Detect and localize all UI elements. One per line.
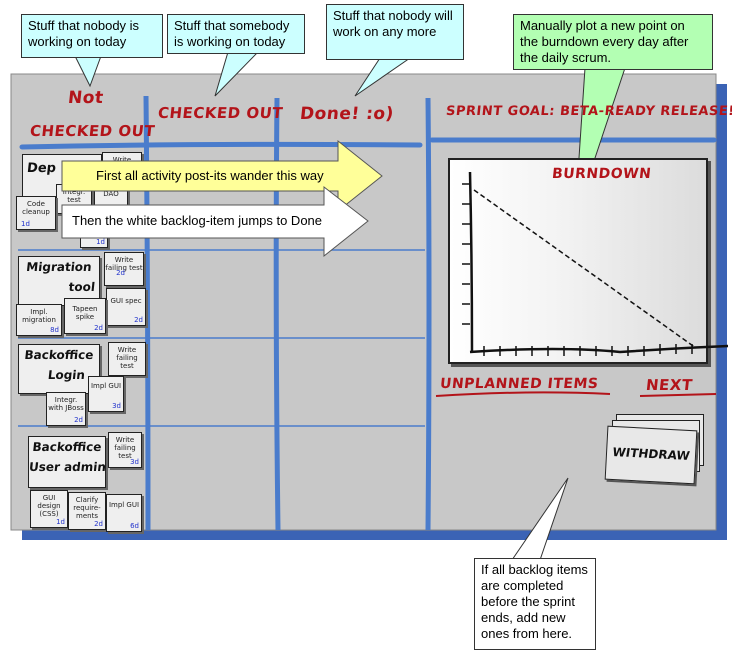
task-estimate: 2d — [134, 316, 143, 324]
task-text: Impl GUI — [108, 501, 140, 509]
task-estimate: 3d — [130, 458, 139, 466]
task-text: Clarify require-ments — [73, 496, 101, 520]
callout-somebody-today: Stuff that somebody is working on today — [167, 14, 305, 54]
task-text: Integr. with JBoss — [48, 396, 84, 412]
col-divider-2 — [273, 97, 281, 531]
task-text: Tapeen spike — [72, 305, 98, 321]
task-r4-gui: GUI design (CSS) 1d — [30, 490, 68, 528]
unplanned-underline — [435, 391, 611, 397]
header-line — [19, 141, 423, 150]
task-r3-integr: Integr. with JBoss 2d — [46, 392, 86, 426]
story-card-backoffice-user-admin: Backoffice User admin — [28, 436, 107, 488]
task-text: Impl GUI — [90, 382, 122, 390]
col-divider-3 — [425, 97, 432, 531]
task-r4-clarify: Clarify require-ments 2d — [68, 492, 106, 530]
unplanned-items-heading: Unplanned items — [439, 376, 600, 392]
burndown-title: Burndown — [551, 166, 653, 182]
task-estimate: 3d — [112, 402, 121, 410]
burndown-ticks — [462, 183, 693, 356]
callout-backlog-add: If all backlog items are completed befor… — [474, 558, 596, 650]
story-card-backoffice-login: Backoffice Login — [18, 344, 100, 394]
task-estimate: 6d — [130, 522, 139, 530]
task-r2-gui: GUI spec 2d — [106, 288, 146, 326]
task-text: DAO — [103, 190, 119, 198]
task-estimate: 1d — [21, 220, 30, 228]
task-text: Write failing test — [105, 256, 143, 272]
task-r1-code: Code cleanup 1d — [16, 196, 56, 230]
task-r4-impl: Impl GUI 6d — [106, 494, 142, 532]
burndown-card — [448, 158, 708, 364]
burndown-ideal-line — [473, 189, 697, 349]
arrow-first-shape — [61, 139, 383, 213]
next-heading: Next — [645, 376, 694, 394]
task-text: Write — [112, 156, 132, 164]
task-estimate: 2d — [94, 520, 103, 528]
task-estimate: 8d — [50, 326, 59, 334]
col-divider-1 — [143, 95, 151, 531]
callout-burndown-plot: Manually plot a new point on the burndow… — [513, 14, 713, 70]
burndown-y-axis — [468, 171, 474, 353]
task-r2-write: Write failing test 2d — [104, 252, 144, 286]
arrow-then-shape — [61, 185, 369, 258]
arrow-first-text: First all activity post-its wander this … — [96, 168, 324, 183]
task-r3-impl: Impl GUI 3d — [88, 376, 124, 412]
arrow-then-text: Then the white backlog-item jumps to Don… — [72, 213, 323, 228]
task-text: Impl. migration — [22, 308, 56, 324]
task-r2-tapeen: Tapeen spike 2d — [64, 298, 106, 334]
task-r2-impl: Impl. migration 8d — [16, 304, 62, 336]
task-text: Write failing test — [114, 436, 136, 460]
withdraw-card[interactable]: Withdraw — [604, 425, 698, 485]
task-text: Code cleanup — [22, 200, 50, 216]
next-underline — [639, 393, 717, 397]
task-estimate: 1d — [96, 238, 105, 246]
task-text: Write failing test — [116, 346, 138, 370]
task-text: GUI spec — [110, 297, 142, 305]
burndown-x-axis — [469, 344, 729, 354]
callout-nobody-more: Stuff that nobody will work on any more — [326, 4, 464, 60]
task-estimate: 2d — [74, 416, 83, 424]
task-estimate: 2d — [94, 324, 103, 332]
withdraw-label: Withdraw — [611, 445, 691, 463]
task-estimate: 1d — [56, 518, 65, 526]
task-text: Integr. test — [62, 188, 86, 204]
callout-nobody-today: Stuff that nobody is working on today — [21, 14, 163, 58]
task-r3-write: Write failing test — [108, 342, 146, 376]
task-text: GUI design (CSS) — [37, 494, 61, 518]
task-estimate: 2d — [116, 269, 125, 277]
task-r4-write: Write failing test 3d — [108, 432, 142, 468]
